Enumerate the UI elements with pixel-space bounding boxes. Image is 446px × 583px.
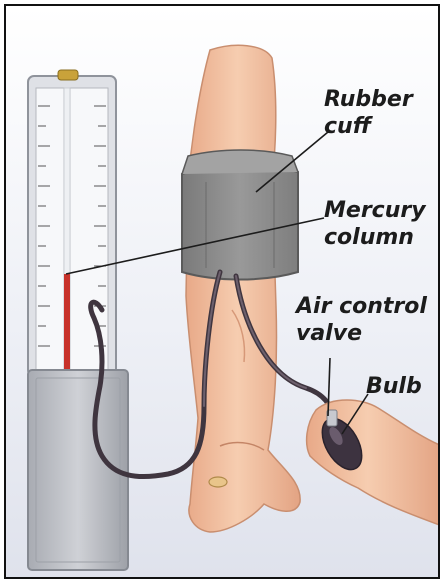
- ring: [209, 477, 227, 487]
- label-rubber-cuff-line1: Rubber: [324, 86, 413, 113]
- label-bulb-line1: Bulb: [366, 373, 422, 400]
- scale-left: [36, 88, 64, 370]
- label-air-control-valve: Air control valve: [296, 293, 427, 347]
- mercury-level: [64, 274, 70, 370]
- label-air-control-valve-line1: Air control: [296, 293, 427, 320]
- label-mercury-column-line1: Mercury: [324, 197, 426, 224]
- label-mercury-column-line2: column: [324, 224, 426, 251]
- mercury-manometer: [28, 70, 128, 570]
- scale-right: [70, 88, 108, 370]
- diagram-frame: Rubber cuff Mercury column Air control v…: [4, 4, 440, 579]
- label-bulb: Bulb: [366, 373, 422, 400]
- mercury-cap: [58, 70, 78, 80]
- cuff: [182, 150, 298, 280]
- label-air-control-valve-line2: valve: [296, 320, 427, 347]
- label-rubber-cuff-line2: cuff: [324, 113, 413, 140]
- label-rubber-cuff: Rubber cuff: [324, 86, 413, 140]
- label-mercury-column: Mercury column: [324, 197, 426, 251]
